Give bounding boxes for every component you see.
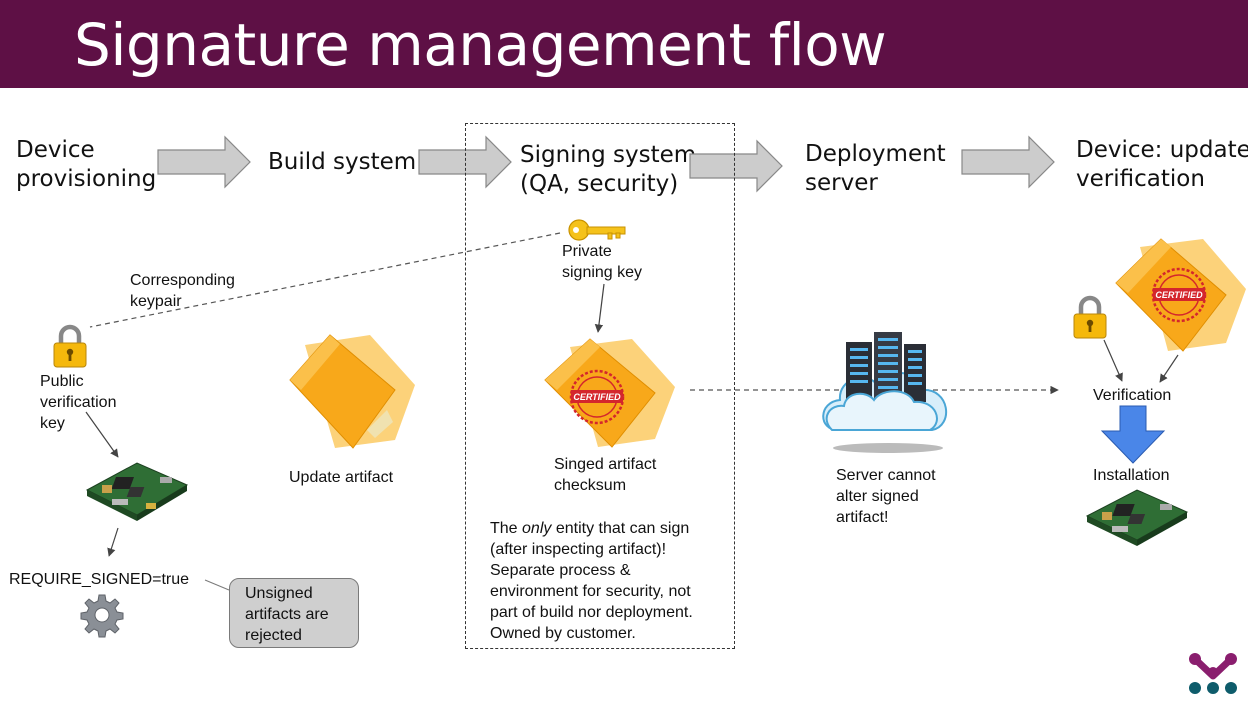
keypair-label: Corresponding keypair [130,270,235,312]
installation-label: Installation [1093,467,1170,484]
private-key-label: Private signing key [562,241,642,283]
label-line: signing key [562,264,643,281]
label-line: Server cannot [836,467,936,484]
label-line: key [40,415,65,432]
title-banner [0,0,1248,88]
require-signed-label: REQUIRE_SIGNED=true [9,571,190,588]
flow-arrow-4 [961,135,1055,189]
note-line: (after inspecting artifact)! [490,541,667,558]
artifact-to-verification-arrow [1159,354,1179,383]
page-title: Signature management flow [74,11,887,79]
server-cloud-icon [822,332,948,453]
lock-icon [1073,295,1107,339]
note-text: entity that can sign [551,520,690,537]
public-key-label: Public verification key [40,371,116,434]
label-line: Private [562,243,612,260]
stage-update-verification: Device: update verification [1076,136,1248,194]
lock-to-verification-arrow [1103,339,1123,382]
install-arrow-icon [1100,405,1166,464]
keypair-dashed-line [89,232,561,328]
signing-note: The only entity that can sign (after ins… [490,518,693,644]
stage-build-system: Build system [268,148,416,177]
stage-line: (QA, security) [520,171,679,197]
signed-artifact-label: Singed artifact checksum [554,454,656,496]
certified-stamp-icon: CERTIFIED [1151,267,1207,323]
require-signed-arrow [107,527,119,557]
lock-icon [53,324,87,368]
stage-signing-system: Signing system (QA, security) [520,141,696,199]
note-line: The only entity that can sign [490,518,693,539]
flow-arrow-1 [157,135,251,189]
stage-line: server [805,170,878,196]
gear-icon [80,594,124,638]
label-line: keypair [130,293,182,310]
note-emphasis: only [522,520,552,537]
circuit-board-icon [1085,489,1189,546]
stage-deployment-server: Deployment server [805,140,946,198]
label-line: Singed artifact [554,456,657,473]
callout-pointer [204,579,230,591]
callout-line: artifacts are [245,606,329,623]
public-key-arrow [85,411,119,458]
label-line: alter signed [836,488,919,505]
stamp-text: CERTIFIED [1155,290,1203,300]
unsigned-rejected-callout: Unsigned artifacts are rejected [229,578,359,648]
label-line: checksum [554,477,627,494]
stage-line: Deployment [805,141,946,167]
note-text: The [490,520,523,537]
key-icon [568,219,626,241]
stage-line: Signing system [520,142,697,168]
update-artifact-label: Update artifact [289,469,394,486]
callout-line: rejected [245,627,302,644]
flow-arrow-3 [689,139,783,193]
stage-line: Device: update [1076,137,1248,163]
verification-label: Verification [1093,387,1172,404]
label-line: verification [40,394,117,411]
stage-line: verification [1076,166,1205,192]
server-note-label: Server cannot alter signed artifact! [836,465,936,528]
logo-icon [1189,653,1237,694]
note-line: Separate process & [490,562,631,579]
callout-line: Unsigned [245,585,313,602]
label-line: Corresponding [130,272,235,289]
label-line: artifact! [836,509,889,526]
signing-system-boundary [465,123,735,649]
circuit-board-icon [85,462,189,521]
folder-icon [289,334,415,449]
certified-stamp-icon: CERTIFIED [569,369,625,425]
stamp-text: CERTIFIED [573,392,621,402]
stage-line: Device [16,137,95,163]
label-line: Public [40,373,84,390]
stage-line: Build system [268,149,417,175]
note-line: Owned by customer. [490,625,636,642]
note-line: part of build nor deployment. [490,604,693,621]
private-key-arrow [594,283,605,333]
stage-line: provisioning [16,166,157,192]
stage-device-provisioning: Device provisioning [16,136,156,194]
note-line: environment for security, not [490,583,691,600]
